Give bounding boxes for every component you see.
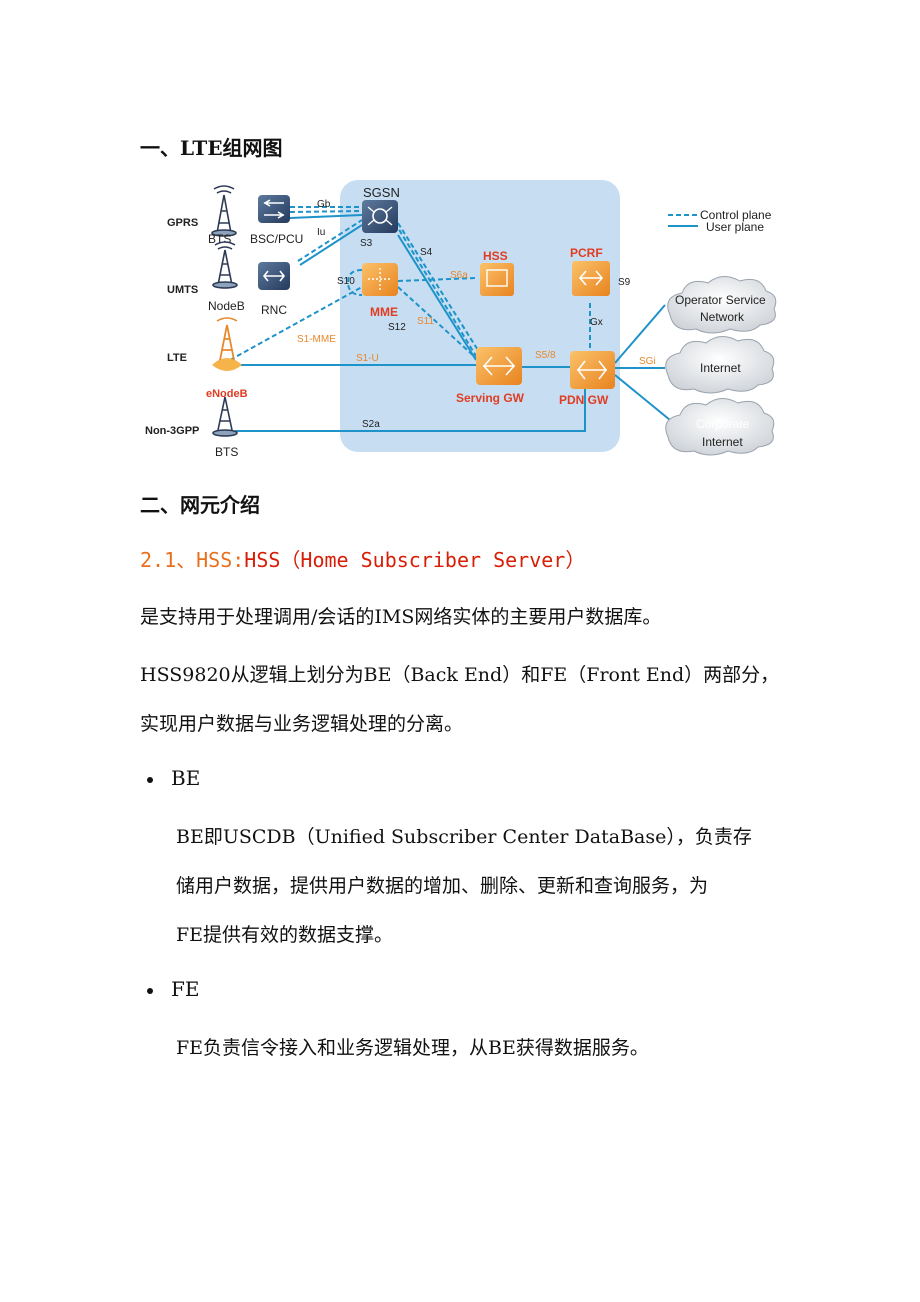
legend-control-plane: Control plane bbox=[700, 208, 772, 222]
operator-network-cloud-icon bbox=[667, 276, 777, 334]
bullet-be-line: 储用户数据，提供用户数据的增加、删除、更新和查询服务，为 bbox=[176, 875, 709, 897]
interface-s1-u: S1-U bbox=[356, 353, 379, 364]
bullet-fe-line: FE负责信令接入和业务逻辑处理，从BE获得数据服务。 bbox=[176, 1037, 649, 1059]
bts-tower-icon bbox=[211, 185, 237, 237]
paragraph-hss-split-line1: HSS9820从逻辑上划分为BE（Back End）和FE（Front End）… bbox=[140, 664, 780, 686]
interface-s9: S9 bbox=[618, 277, 631, 288]
rnc-label: RNC bbox=[261, 303, 287, 317]
subsection-heading-hss: 2.1、HSS:HSS（Home Subscriber Server） bbox=[140, 544, 585, 573]
mme-label: MME bbox=[370, 305, 398, 319]
lte-network-diagram: Control plane User plane GPRS UMTS LTE N… bbox=[145, 180, 777, 459]
operator-network-label: Network bbox=[700, 310, 745, 324]
user-plane-links bbox=[232, 214, 671, 432]
epc-zone bbox=[340, 180, 620, 452]
bullet-be-body: BE即USCDB（Unified Subscriber Center DataB… bbox=[176, 813, 796, 960]
nodeb-tower-icon bbox=[212, 241, 238, 289]
rnc-router-icon bbox=[258, 262, 290, 290]
bullet-fe-body: FE负责信令接入和业务逻辑处理，从BE获得数据服务。 bbox=[176, 1024, 796, 1073]
enodeb-tower-icon bbox=[212, 317, 242, 371]
pdn-gw-icon bbox=[570, 351, 615, 389]
legend-user-plane: User plane bbox=[706, 220, 764, 234]
interface-iu: Iu bbox=[317, 227, 325, 238]
hss-label: HSS bbox=[483, 249, 508, 263]
operator-service-label: Operator Service bbox=[675, 293, 766, 307]
bullet-be-line: FE提供有效的数据支撑。 bbox=[176, 924, 394, 946]
subsection-heading-prefix: 2.1、HSS: bbox=[140, 548, 245, 572]
pcrf-node-icon bbox=[572, 261, 610, 296]
interface-sgi: SGi bbox=[639, 356, 656, 367]
bts-tower-2-icon bbox=[212, 396, 238, 437]
enodeb-label: eNodeB bbox=[206, 388, 248, 400]
access-label-lte: LTE bbox=[167, 352, 187, 364]
interface-s11: S11 bbox=[417, 316, 434, 327]
interface-s5-8: S5/8 bbox=[535, 350, 556, 361]
internet-cloud-icon bbox=[665, 336, 775, 394]
subsection-heading-title: HSS（Home Subscriber Server） bbox=[244, 548, 586, 572]
bullet-dot-icon bbox=[147, 987, 153, 994]
paragraph-hss-definition: 是支持用于处理调用/会话的IMS网络实体的主要用户数据库。 bbox=[140, 606, 662, 628]
bullet-be-line: BE即USCDB（Unified Subscriber Center DataB… bbox=[176, 826, 752, 848]
interface-s2a: S2a bbox=[362, 419, 380, 430]
bullet-dot-icon bbox=[147, 776, 153, 783]
interface-s4: S4 bbox=[420, 247, 433, 258]
corporate-internet-cloud-icon bbox=[665, 398, 775, 456]
bsc-pcu-label: BSC/PCU bbox=[250, 232, 303, 246]
corporate-internet-label: Internet bbox=[702, 435, 743, 449]
legend: Control plane User plane bbox=[668, 208, 772, 234]
section-heading-lte-topology: 一、LTE组网图 bbox=[140, 136, 283, 160]
access-label-gprs: GPRS bbox=[167, 217, 198, 229]
interface-s3: S3 bbox=[360, 238, 373, 249]
bullet-be-title: BE bbox=[171, 766, 201, 790]
hss-server-icon bbox=[480, 263, 514, 296]
interface-s6a: S6a bbox=[450, 270, 468, 281]
sgsn-node-icon bbox=[362, 200, 398, 233]
interface-s10: S10 bbox=[337, 276, 355, 287]
bullet-be: BE bbox=[147, 766, 200, 790]
nodeb-label: NodeB bbox=[208, 299, 245, 313]
pdn-gw-label: PDN GW bbox=[559, 393, 609, 407]
bullet-fe: FE bbox=[147, 977, 199, 1001]
bsc-router-icon bbox=[258, 195, 290, 223]
paragraph-hss-split-line2: 实现用户数据与业务逻辑处理的分离。 bbox=[140, 713, 464, 735]
bts-label-1: BTS bbox=[208, 232, 231, 246]
interface-gb: Gb bbox=[317, 199, 331, 210]
corporate-label: Corporate bbox=[696, 417, 750, 431]
interface-gx: Gx bbox=[590, 317, 603, 328]
pcrf-label: PCRF bbox=[570, 246, 603, 260]
internet-label: Internet bbox=[700, 361, 741, 375]
serving-gw-icon bbox=[476, 347, 522, 385]
section-heading-network-elements: 二、网元介绍 bbox=[140, 493, 260, 517]
interface-s12: S12 bbox=[388, 322, 406, 333]
bts-label-2: BTS bbox=[215, 445, 238, 459]
access-label-non3gpp: Non-3GPP bbox=[145, 425, 199, 437]
serving-gw-label: Serving GW bbox=[456, 391, 525, 405]
interface-s1-mme: S1-MME bbox=[297, 334, 336, 345]
control-plane-links bbox=[229, 206, 591, 361]
bullet-fe-title: FE bbox=[171, 977, 200, 1001]
sgsn-label: SGSN bbox=[363, 185, 400, 200]
mme-node-icon bbox=[362, 263, 398, 296]
access-label-umts: UMTS bbox=[167, 284, 198, 296]
